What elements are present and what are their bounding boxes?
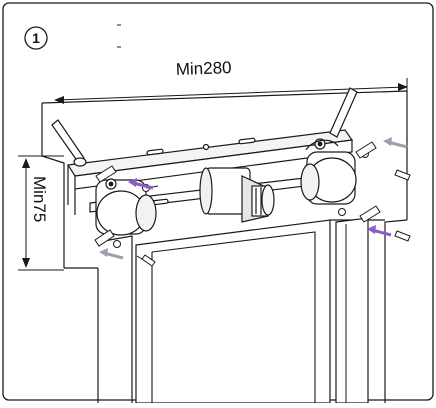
step-badge-icon: [24, 26, 48, 50]
screw-icon: [113, 240, 121, 248]
wall-plug-icon: [355, 141, 377, 159]
screw-icon: [394, 169, 411, 181]
step-badge: 1: [24, 26, 48, 50]
depth-label: Min75: [30, 176, 49, 222]
width-label: Min280: [175, 58, 231, 79]
wall-panel-left: [97, 235, 133, 403]
insert-arrow-icon: [383, 137, 408, 149]
insert-arrow-icon: [367, 225, 392, 237]
screw-icon: [394, 230, 411, 242]
wall-plug-icon: [359, 205, 381, 223]
screw-icon: [338, 208, 346, 216]
depth-dimension: Min75: [18, 155, 64, 271]
wall-panel-center: [135, 219, 331, 404]
width-dimension: Min280: [54, 58, 408, 104]
wall-plug-icon: [94, 229, 115, 247]
lever-left: [51, 119, 87, 167]
wall-panel-right: [335, 217, 369, 404]
valve-right: [300, 138, 357, 205]
insert-arrow-icon: [99, 248, 124, 260]
insert-arrow-icon: [128, 178, 154, 190]
screw-icon: [136, 254, 156, 267]
step-number: 1: [32, 30, 40, 46]
wall-plug-icon: [95, 165, 117, 183]
lever-right: [329, 87, 358, 138]
valve-left: [95, 178, 157, 236]
pipe-connector: [199, 167, 275, 223]
